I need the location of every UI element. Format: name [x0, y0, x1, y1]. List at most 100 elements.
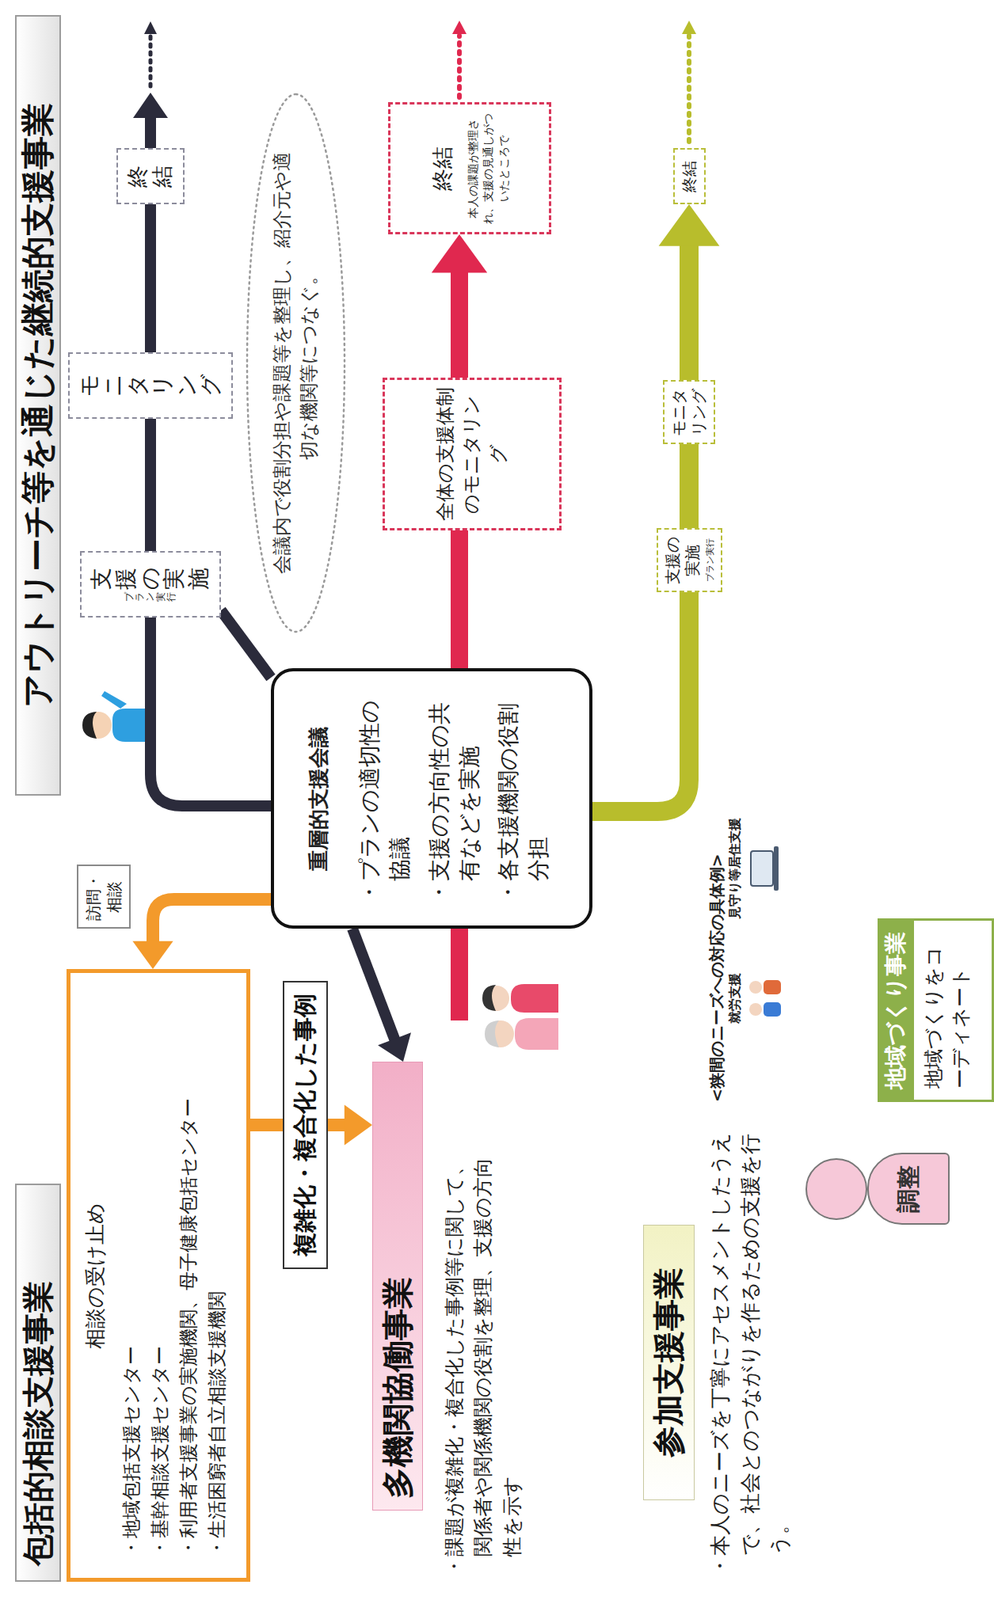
node-text: プラン実行 [704, 538, 716, 583]
node-text: モニタリング [669, 388, 709, 437]
arrowhead [658, 204, 720, 247]
connector [150, 204, 152, 353]
arrowhead [431, 234, 488, 273]
section-box: 多機関協働事業・課題が複雑化・複合化した事例等に関して、関係者や関係機関の役割を… [372, 1062, 527, 1577]
connector [658, 204, 720, 381]
person-icon [482, 984, 559, 1014]
section-heading: アウトリーチ等を通じた継続的支援事業 [15, 15, 61, 796]
node-text: ・支援の方向性の共有などを実施 [424, 693, 485, 904]
connector-line [679, 245, 699, 381]
section-box: 参加支援事業・本人のニーズを丁寧にアセスメントしたうえで、社会とのつながりを作る… [643, 1109, 796, 1577]
arrowhead [344, 1104, 373, 1146]
example-label: 見守り等居住支援 [727, 818, 744, 920]
node-text: 相談の受け止め [81, 994, 110, 1558]
section-heading-band: 多機関協働事業 [372, 1062, 423, 1512]
arrowhead [132, 941, 173, 970]
watch-icon [750, 846, 779, 892]
node-text: 重層的支援会議 [304, 693, 333, 904]
person-body [112, 708, 145, 743]
node-text: アウトリーチ等を通じた継続的支援事業 [15, 102, 61, 709]
person-arm [101, 691, 127, 709]
node-text: ・生活困窮者自立相談支援機関 [202, 994, 232, 1558]
node-text: 支援の実施 [89, 567, 212, 591]
arrowhead [377, 1032, 412, 1063]
node-text: 包括的相談支援事業 [16, 1281, 61, 1567]
person-hair [82, 712, 97, 739]
bubble-outline [244, 91, 347, 635]
person-body [763, 980, 781, 995]
process-box: 全体の支援体制のモニタリング [382, 377, 562, 531]
node-text: 本人の課題が整理され、支援の見通しがついたところで [465, 110, 513, 226]
node-text: ・基幹相談支援センター [145, 994, 175, 1558]
example-label: 就労支援 [727, 973, 744, 1025]
bubble-ellipse [247, 94, 345, 633]
node-text: ・課題が複雑化・複合化した事例等に関して、関係者や関係機関の役割を整理、支援の方… [440, 1145, 527, 1577]
connector [592, 592, 690, 812]
person-body [514, 1018, 559, 1051]
connector-line [152, 899, 271, 943]
section-heading-band: 参加支援事業 [643, 1225, 695, 1501]
arrowhead [144, 21, 157, 35]
node-text: ・利用者支援事業の実施機関、母子健康包括センター [174, 994, 203, 1558]
node-text: 地域づくりをコーディネート [920, 932, 975, 1090]
connector [150, 418, 152, 552]
process-box: 終結本人の課題が整理され、支援の見通しがついたところで [388, 102, 552, 235]
node-text: 地域づくり事業 [880, 932, 911, 1090]
node-text: 多機関協働事業 [376, 1277, 420, 1500]
process-box: モニタリング [662, 380, 716, 445]
connector-line [220, 610, 271, 678]
arrowhead [681, 20, 697, 35]
connector-line [144, 418, 157, 552]
person-hair [482, 985, 496, 1012]
panel-body: 地域づくりをコーディネート [914, 918, 994, 1103]
process-box: 支援の実施プラン実行 [79, 551, 221, 618]
flow-line [144, 116, 157, 149]
process-box: 終結 [116, 148, 185, 205]
person-body [763, 1002, 781, 1017]
connector [132, 899, 271, 970]
person-icon [82, 691, 145, 743]
group-caption: <狭間のニーズへの対応の具体例> [706, 853, 728, 1103]
connector-line [592, 592, 690, 812]
connector [459, 530, 461, 669]
connector [220, 610, 271, 678]
section-box: 地域づくり事業地域づくりをコーディネート [877, 918, 994, 1103]
person-hair [484, 1020, 499, 1048]
process-box: 終結 [673, 148, 706, 205]
edge-label: 複雑化・複合化した事例 [282, 981, 328, 1270]
connector-line [679, 444, 699, 529]
person-head [749, 1003, 762, 1017]
person-badge: 調整 [867, 1153, 950, 1226]
base-shape [773, 846, 779, 892]
node-text: 会議内で役割分担や課題等を整理し、紹介元や適切な機関等につなぐ。 [269, 147, 323, 579]
person-body [510, 984, 559, 1014]
node-text: 参加支援事業 [647, 1268, 691, 1459]
connector-line [450, 530, 469, 669]
connector [352, 929, 412, 1063]
speech-bubble: 会議内で役割分担や課題等を整理し、紹介元や適切な機関等につなぐ。 [244, 91, 347, 635]
node-text: 全体の支援体制のモニタリング [432, 386, 513, 522]
node-text: 支援の実施 [662, 536, 703, 585]
node-text: プラン実行 [124, 592, 177, 602]
arrowhead [452, 20, 467, 35]
node-text: 終結 [125, 165, 176, 188]
meeting-box: 重層的支援会議・プランの適切性の協議・支援の方向性の共有などを実施・各支援機関の… [270, 668, 593, 930]
arrowhead [133, 92, 168, 119]
work-support-icon [749, 980, 781, 1017]
node-text: 終結 [427, 146, 458, 191]
node-text: 調整 [892, 1165, 926, 1214]
node-text: ・本人のニーズを丁寧にアセスメントしたうえで、社会とのつながりを作るための支援を… [705, 1104, 796, 1577]
node-text: ・地域包括支援センター [117, 994, 146, 1558]
dotted-line [457, 35, 462, 98]
node-text: 訪問・相談 [83, 872, 125, 922]
section-heading-band: 包括的相談支援事業 [15, 1184, 61, 1583]
person-icon [484, 1018, 559, 1051]
node-text: モニタリング [77, 374, 225, 397]
process-box: 訪問・相談 [76, 864, 131, 930]
orange-panel: 相談の受け止め・地域包括支援センター・基幹相談支援センター・利用者支援事業の実施… [66, 969, 251, 1583]
process-box: 支援の実施プラン実行 [656, 528, 723, 593]
connector [431, 234, 488, 378]
connector-line [450, 271, 469, 378]
person-head [749, 981, 762, 994]
